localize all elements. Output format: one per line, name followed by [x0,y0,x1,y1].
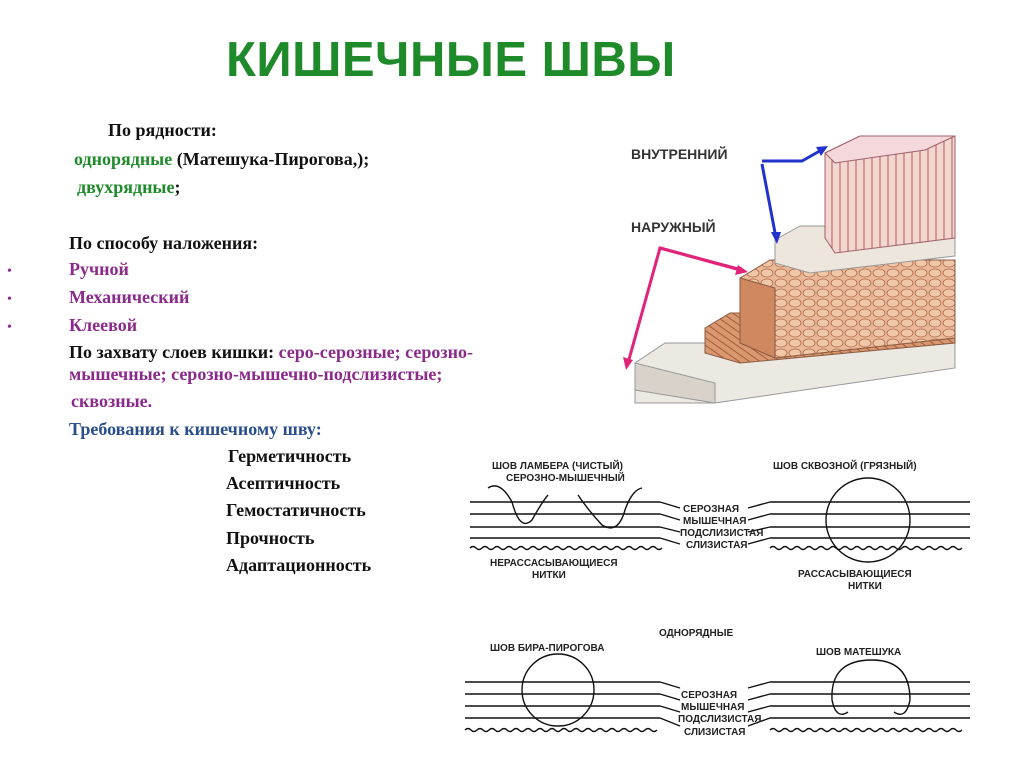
nonabsorbable-label: НЕРАССАСЫВАЮЩИЕСЯ [490,558,618,569]
through-suture-title: ШОВ СКВОЗНОЙ (ГРЯЗНЫЙ) [773,459,917,472]
page-title: КИШЕЧНЫЕ ШВЫ [226,33,676,87]
label-inner: ВНУТРЕННИЙ [631,146,728,162]
absorbable-label-2: НИТКИ [848,581,882,592]
by-layers-types-3: сквозные. [71,391,153,411]
layer-label-serous-2: СЕРОЗНАЯ [681,690,737,701]
requirement-item: Прочность [226,528,315,548]
layer-label-submucous-2: ПОДСЛИЗИСТАЯ [678,714,761,725]
layer-label-submucous: ПОДСЛИЗИСТАЯ [680,528,763,539]
double-row-line: двухрядные; [77,177,180,198]
requirement-item: Адаптационность [226,555,372,575]
single-row-term: однорядные [74,149,173,169]
layer-label-serous: СЕРОЗНАЯ [683,504,739,515]
bir-pirogov-title: ШОВ БИРА-ПИРОГОВА [490,643,605,654]
lambert-subtitle: СЕРОЗНО-МЫШЕЧНЫЙ [506,471,625,484]
layer-label-muscular-2: МЫШЕЧНАЯ [681,702,745,713]
bullet-icon: • [7,292,12,307]
suture-diagrams: ШОВ ЛАМБЕРА (ЧИСТЫЙ) СЕРОЗНО-МЫШЕЧНЫЙ НЕ… [464,459,970,738]
requirement-item: Герметичность [228,446,352,466]
bullet-icon: • [7,320,12,335]
by-method-heading: По способу наложения: [69,233,259,253]
method-item-mechanical: Механический [69,287,190,307]
by-layers-types-1: серо-серозные; серозно- [278,342,473,362]
nonabsorbable-label-2: НИТКИ [532,570,566,581]
arrow-inner-icon [762,146,826,163]
layer-label-mucous: СЛИЗИСТАЯ [686,540,748,551]
by-layers-heading: По захвату слоев кишки: [69,342,279,362]
bullet-icon: • [7,264,12,279]
single-row-label: ОДНОРЯДНЫЕ [659,628,734,639]
by-rows-heading: По рядности: [108,120,217,140]
single-row-line: однорядные (Матешука-Пирогова,); [74,149,369,170]
label-outer: НАРУЖНЫЙ [631,219,716,235]
requirement-item: Гемостатичность [226,500,366,520]
requirement-item: Асептичность [226,473,341,493]
method-item-glue: Клеевой [69,315,138,335]
single-row-note: (Матешука-Пирогова,); [172,149,370,169]
by-layers-line1: По захвату слоев кишки: серо-серозные; с… [69,342,473,363]
double-row-punct: ; [174,177,181,197]
requirements-heading: Требования к кишечному шву: [69,419,322,439]
absorbable-label: РАССАСЫВАЮЩИЕСЯ [798,569,912,580]
lambert-title: ШОВ ЛАМБЕРА (ЧИСТЫЙ) [492,459,623,472]
mateshuk-title: ШОВ МАТЕШУКА [816,647,901,658]
layer-label-mucous-2: СЛИЗИСТАЯ [684,727,746,738]
double-row-term: двухрядные [77,177,175,197]
by-layers-types-2: мышечные; серозно-мышечно-подслизистые; [69,364,443,384]
intestinal-wall-figure [623,135,956,404]
layer-label-muscular: МЫШЕЧНАЯ [683,516,747,527]
method-item-manual: Ручной [69,259,129,279]
